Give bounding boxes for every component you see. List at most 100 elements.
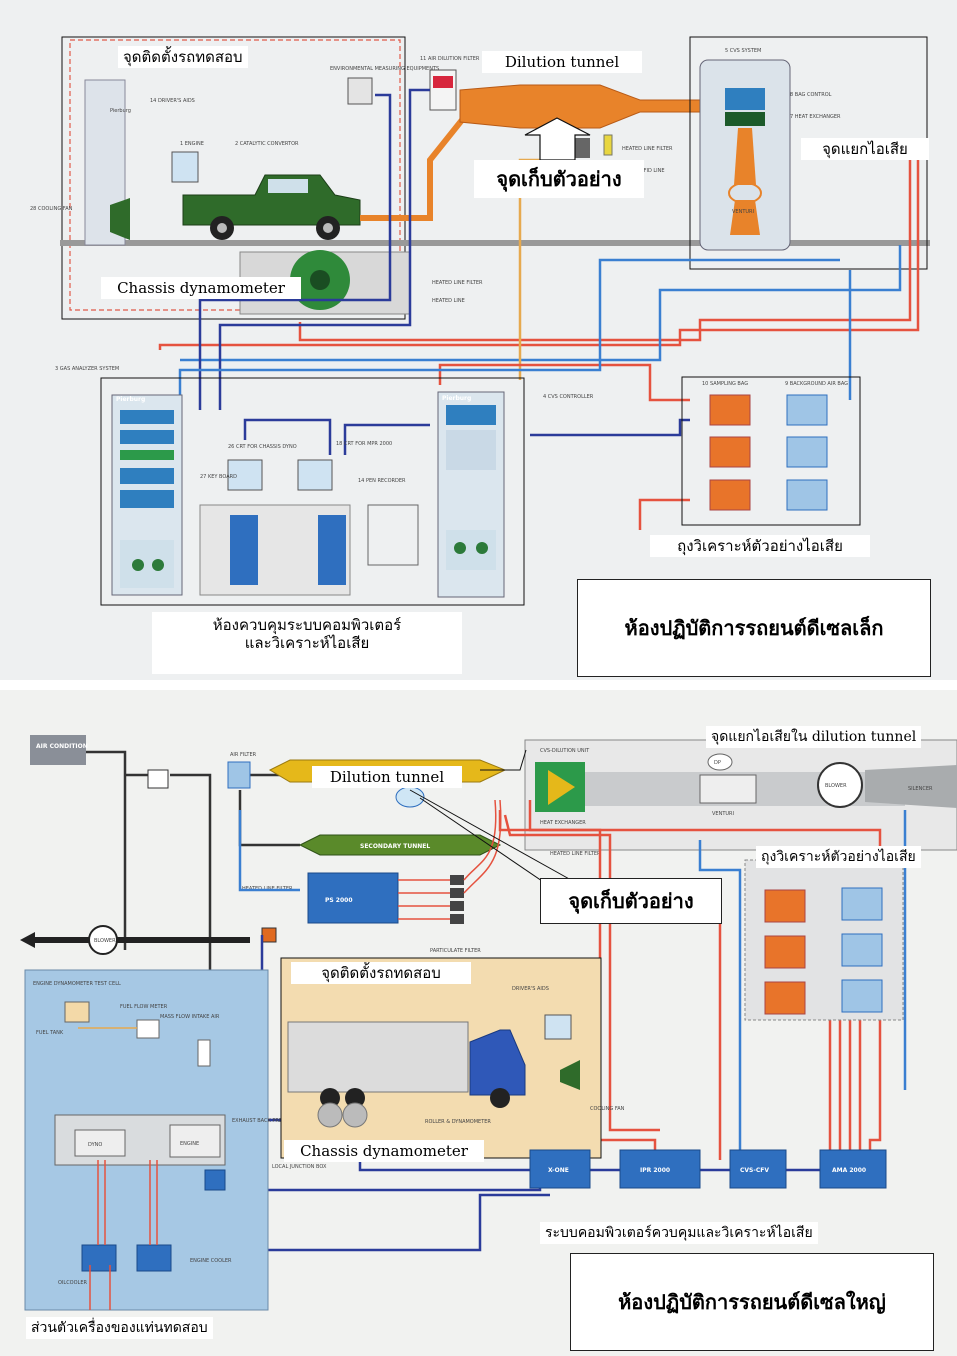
cvs-controller-rack [438,392,504,597]
exhaust-pipe [360,110,470,218]
svg-text:LOCAL JUNCTION BOX: LOCAL JUNCTION BOX [272,1164,327,1170]
svg-text:ENGINE: ENGINE [180,1141,199,1147]
svg-text:CVS-DILUTION UNIT: CVS-DILUTION UNIT [540,748,590,754]
svg-text:FUEL FLOW METER: FUEL FLOW METER [120,1004,168,1010]
svg-text:ENVIRONMENTAL MEASURING EQUIPM: ENVIRONMENTAL MEASURING EQUIPMENTS [330,66,439,72]
cvs-cfv-unit: CVS-CFV [730,1150,786,1188]
sampling-probe [574,138,590,158]
svg-text:OILCOOLER: OILCOOLER [58,1280,88,1286]
ipr-2000-unit: IPR 2000 [620,1150,700,1188]
cvs-system-icon [700,60,790,250]
svg-text:7 HEAT EXCHANGER: 7 HEAT EXCHANGER [790,114,841,120]
svg-text:DP: DP [714,760,721,766]
svg-text:DRIVER'S AIDS: DRIVER'S AIDS [512,986,549,992]
chassis-dynamometer-label-bottom: Chassis dynamometer [284,1140,484,1162]
driver-aid-monitor-bottom [545,1015,571,1039]
large-diesel-lab-panel: AIR CONDITION AIR FILTER BLOWER CVS-DILU… [0,690,957,1356]
chassis-dynamometer-label: Chassis dynamometer [101,277,301,299]
test-vehicle-area-label: จุดติดตั้งรถทดสอบ [118,46,248,68]
background-air-bags [787,395,827,510]
svg-text:5 CVS SYSTEM: 5 CVS SYSTEM [725,48,761,54]
svg-text:26 CRT FOR CHASSIS DYNO: 26 CRT FOR CHASSIS DYNO [228,444,297,450]
svg-text:HEAT EXCHANGER: HEAT EXCHANGER [540,820,586,826]
svg-text:27 KEY BOARD: 27 KEY BOARD [200,474,237,480]
svg-text:FUEL TANK: FUEL TANK [36,1030,64,1036]
svg-text:ENGINE COOLER: ENGINE COOLER [190,1258,232,1264]
pen-recorder-table [368,505,418,565]
air-filter-icon [228,762,250,788]
svg-text:18 CRT FOR MPR 2000: 18 CRT FOR MPR 2000 [336,441,392,447]
sample-bags-label-bottom: ถุงวิเคราะห์ตัวอย่างไอเสีย [756,846,921,868]
sampling-point-label: จุดเก็บตัวอย่าง [474,160,644,198]
svg-text:3 GAS ANALYZER SYSTEM: 3 GAS ANALYZER SYSTEM [55,366,119,372]
svg-text:9 BACKGROUND AIR BAG: 9 BACKGROUND AIR BAG [785,381,848,387]
exhaust-separation-label: จุดแยกไอเสีย [801,138,929,160]
svg-text:8 BAG CONTROL: 8 BAG CONTROL [790,92,832,98]
svg-text:SILENCER: SILENCER [908,786,933,792]
particulate-filter-stack [450,875,464,924]
small-diesel-lab-panel: Pierburg 14 DRIVER'S AIDS 1 ENGINE 2 CAT… [0,0,957,680]
sample-bags-frame [682,377,860,525]
svg-text:AMA 2000: AMA 2000 [832,1167,866,1174]
svg-text:BLOWER: BLOWER [94,938,116,944]
svg-text:14 DRIVER'S AIDS: 14 DRIVER'S AIDS [150,98,195,104]
venturi-icon [700,775,756,803]
svg-text:ROLLER & DYNAMOMETER: ROLLER & DYNAMOMETER [425,1119,491,1125]
dilution-tunnel-body [460,85,700,128]
crt-mpr-2000 [298,460,332,490]
dilution-tunnel-label: Dilution tunnel [482,51,642,73]
sampling-bags [710,395,750,510]
driver-aid-monitor [172,152,198,182]
svg-text:11 AIR DILUTION FILTER: 11 AIR DILUTION FILTER [420,56,480,62]
svg-text:CVS-CFV: CVS-CFV [740,1167,769,1174]
svg-text:4 CVS CONTROLLER: 4 CVS CONTROLLER [543,394,594,400]
svg-text:PARTICULATE FILTER: PARTICULATE FILTER [430,948,481,954]
svg-text:Pierburg: Pierburg [442,395,471,402]
dilution-tunnel-label-bottom: Dilution tunnel [312,766,462,788]
exhaust-separation-label-bottom: จุดแยกไอเสียใน dilution tunnel [706,726,921,748]
svg-text:SECONDARY TUNNEL: SECONDARY TUNNEL [360,843,430,850]
tower-label: Pierburg [110,108,131,114]
svg-text:2 CATALYTIC CONVERTOR: 2 CATALYTIC CONVERTOR [235,141,299,147]
small-diesel-lab-title: ห้องปฏิบัติการรถยนต์ดีเซลเล็ก [577,579,931,677]
control-room-label: ห้องควบคุมระบบคอมพิวเตอร์ และวิเคราะห์ไอ… [152,612,462,674]
test-vehicle-area-label-bottom: จุดติดตั้งรถทดสอบ [291,962,471,984]
junction-box-icon [205,1170,225,1190]
svg-text:COOLING FAN: COOLING FAN [590,1106,625,1112]
svg-text:MASS FLOW INTAKE AIR: MASS FLOW INTAKE AIR [160,1014,220,1020]
gas-analyzer-rack [112,395,182,595]
svg-text:28 COOLING FAN: 28 COOLING FAN [30,206,73,212]
background-bags-bottom [842,888,882,1012]
environmental-equipment-box [348,78,372,104]
ps2000-unit [308,873,398,923]
air-condition-unit [30,735,86,765]
pickup-truck-icon [183,175,360,240]
sampling-bags-bottom [765,890,805,1014]
ama-2000-unit: AMA 2000 [820,1150,886,1188]
svg-text:AIR CONDITION: AIR CONDITION [36,743,88,750]
svg-text:HEATED LINE FILTER: HEATED LINE FILTER [550,851,601,857]
svg-text:HEATED LINE FILTER: HEATED LINE FILTER [622,146,673,152]
engine-bench-label: ส่วนตัวเครื่องของแท่นทดสอบ [26,1317,213,1339]
intake-box [148,770,168,788]
svg-text:HEATED LINE: HEATED LINE [432,298,465,304]
svg-text:PS 2000: PS 2000 [325,897,353,904]
svg-text:ENGINE DYNAMOMETER TEST CELL: ENGINE DYNAMOMETER TEST CELL [33,981,121,987]
svg-text:1 ENGINE: 1 ENGINE [180,141,204,147]
svg-text:BLOWER: BLOWER [825,783,847,789]
svg-text:IPR 2000: IPR 2000 [640,1167,670,1174]
heated-filter-icon [262,928,276,942]
x-one-unit: X-ONE [530,1150,590,1188]
large-diesel-lab-title: ห้องปฏิบัติการรถยนต์ดีเซลใหญ่ [570,1253,934,1351]
svg-text:HEATED LINE FILTER: HEATED LINE FILTER [432,280,483,286]
sample-bags-label: ถุงวิเคราะห์ตัวอย่างไอเสีย [650,535,870,557]
fuel-tank-icon [65,1002,89,1022]
svg-text:AIR FILTER: AIR FILTER [230,752,257,758]
svg-text:14 PEN RECORDER: 14 PEN RECORDER [358,478,406,484]
sampling-point-label-bottom: จุดเก็บตัวอย่าง [540,878,722,924]
svg-text:VENTURI: VENTURI [712,811,734,817]
svg-text:VENTURI: VENTURI [732,209,754,215]
svg-text:10 SAMPLING BAG: 10 SAMPLING BAG [702,381,748,387]
svg-text:DYNO: DYNO [88,1142,102,1148]
svg-text:X-ONE: X-ONE [548,1167,569,1174]
